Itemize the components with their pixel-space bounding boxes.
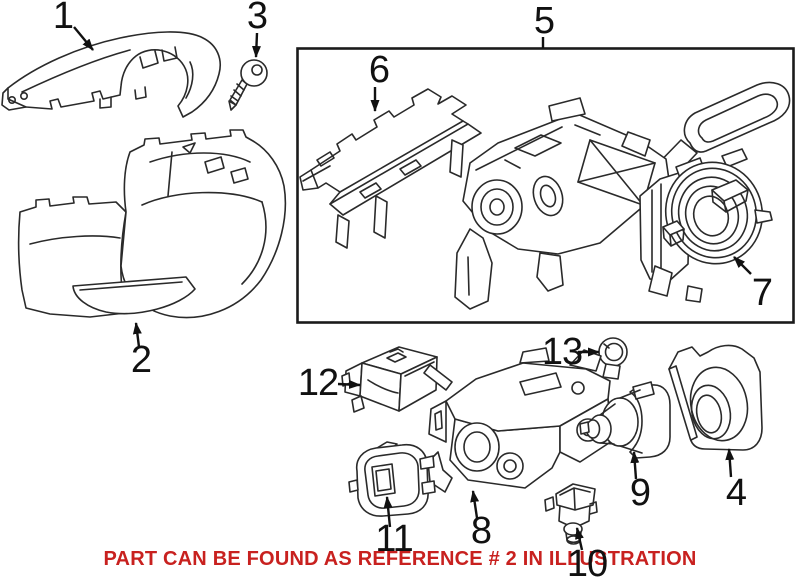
callout-arrow-9 [630, 451, 640, 480]
callout-arrow-7 [733, 256, 752, 275]
part-12-module-drawing [341, 346, 438, 413]
part-10-sensor-drawing [544, 483, 598, 545]
part-8-lock-housing-drawing [423, 347, 613, 493]
callout-8: 8 [470, 510, 492, 552]
callout-11: 11 [375, 518, 413, 560]
part-2-lower-cover-drawing [17, 129, 287, 319]
part-4-column-hole-cover-drawing [668, 344, 763, 451]
callout-13: 13 [541, 331, 583, 373]
callout-10: 10 [566, 543, 608, 583]
callout-arrows [73, 26, 752, 551]
callout-arrow-8 [470, 490, 480, 519]
part-9-ignition-switch-drawing [579, 381, 671, 459]
callout-9: 9 [629, 472, 651, 514]
callout-6: 6 [368, 49, 390, 91]
part-3-screw-drawing [228, 59, 268, 111]
callout-1: 1 [52, 0, 74, 37]
callout-arrow-10 [575, 527, 584, 551]
callout-arrow-12 [337, 380, 361, 389]
callout-5: 5 [533, 0, 555, 42]
callout-arrow-4 [725, 448, 735, 478]
callout-arrow-2 [132, 322, 142, 348]
callout-arrow-1 [73, 26, 94, 51]
callout-7: 7 [751, 272, 773, 314]
callout-3: 3 [246, 0, 268, 37]
callout-arrow-11 [383, 496, 393, 528]
callout-2: 2 [130, 339, 152, 381]
part-7-clockspring-drawing [639, 148, 773, 303]
part-5-column-assembly-drawing [454, 81, 791, 310]
part-1-upper-cover-drawing [1, 31, 221, 118]
part-13-ring-drawing [598, 337, 628, 380]
callout-4: 4 [725, 472, 747, 514]
part-11-switch-drawing [348, 441, 436, 517]
callout-arrow-3 [251, 32, 261, 58]
reference-note: PART CAN BE FOUND AS REFERENCE # 2 IN IL… [103, 548, 697, 570]
callout-12: 12 [297, 362, 339, 404]
part-6-bracket-drawing [299, 88, 482, 249]
